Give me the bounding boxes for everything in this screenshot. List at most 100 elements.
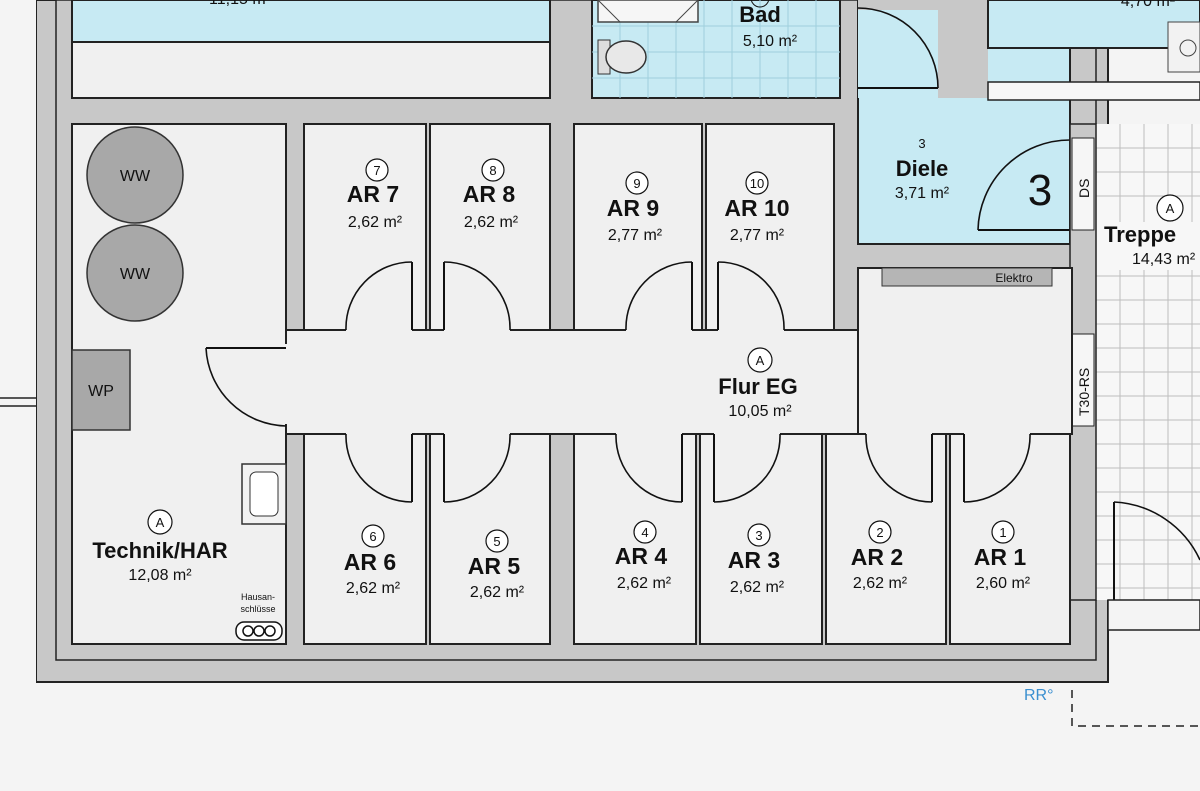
technik-name: Technik/HAR [92,538,227,563]
key-3-icon [264,625,276,637]
shower-diag [597,0,621,23]
diele-door-arc [977,139,1071,231]
technik-marker-circle [147,509,173,535]
toilet-bowl-icon [605,40,647,74]
rr-label: RR° [1024,687,1054,704]
ar3-name: AR 3 [728,547,780,573]
treppe-area-label: 14,43 m² [1132,251,1196,268]
ar7-number-circle [365,158,389,182]
wp-unit [71,349,131,431]
ar9-name: AR 9 [607,195,659,221]
ar5-door-arc [443,433,511,503]
top-row-doors [345,261,785,331]
ar5-area: 2,62 m² [470,584,525,601]
ar6-name: AR 6 [344,549,396,575]
ar7-area: 2,62 m² [348,214,403,231]
ww-label-2: WW [120,266,151,283]
ar1-number-circle [991,520,1015,544]
keys-label-2: schlüsse [240,604,275,614]
elektro-label: Elektro [995,271,1033,285]
flur-marker: A [756,353,765,368]
ar5-name: AR 5 [468,553,521,579]
ar1-area: 2,60 m² [976,575,1031,592]
flur-technik-opening [284,344,290,424]
ds-opening [1071,137,1095,231]
ar8-label: 8 AR 8 2,62 m² [463,158,519,231]
treppe-marker: A [1166,201,1175,216]
ar2-door-arc [865,433,933,503]
treppe-marker-circle [1156,194,1184,222]
ar10-area: 2,77 m² [730,227,785,244]
ar2-number: 2 [876,525,883,540]
bad-name: Bad [739,2,781,27]
ar6-door-arc [345,433,413,503]
ar1-label: 1 AR 1 2,60 m² [974,520,1031,592]
ar3-number: 3 [755,528,762,543]
flur-marker-circle [747,347,773,373]
technik-area: 12,08 m² [128,567,192,584]
ar6-label: 6 AR 6 2,62 m² [344,524,401,597]
top-right-area: 4,70 m² [1121,0,1176,10]
technik-marker: A [156,515,165,530]
ar7-label: 7 AR 7 2,62 m² [347,158,403,231]
top-right-lower [987,81,1200,101]
diele-area: 3,71 m² [895,185,950,202]
ar4-name: AR 4 [615,543,668,569]
diele-name: Diele [896,156,949,181]
ar-bottom-row [303,433,1071,645]
ar-top-row [303,123,835,331]
top-left-corridor [71,41,551,99]
ar6-number-circle [361,524,385,548]
wp-label: WP [88,383,114,400]
ar9-number-circle [625,171,649,195]
ar3-area: 2,62 m² [730,579,785,596]
elektro-box [881,267,1053,287]
t30-label: T30-RS [1076,368,1092,416]
bottom-door-openings [346,430,1030,438]
ar7-room [303,123,427,331]
ar1-number: 1 [999,525,1006,540]
treppe-area [1096,124,1200,600]
ar2-name: AR 2 [851,544,903,570]
ar9-label: 9 AR 9 2,77 m² [607,171,663,244]
ar5-number: 5 [493,534,500,549]
ar8-door-arc [443,261,511,331]
treppe-name: Treppe [1104,222,1176,247]
keys-label-1: Hausan- [241,592,275,602]
key-2-icon [253,625,265,637]
flur-east [857,267,1073,435]
ar4-number-circle [633,520,657,544]
diele-upper-blue [858,10,938,98]
ar4-area: 2,62 m² [617,575,672,592]
ar1-name: AR 1 [974,544,1027,570]
bad-area: 5,10 m² [743,33,798,50]
top-door-openings [346,326,784,334]
ar9-area: 2,77 m² [608,227,663,244]
ar2-number-circle [868,520,892,544]
flur-name: Flur EG [718,374,797,399]
ar7-number: 7 [373,163,380,178]
top-left-room [71,0,551,43]
ar7-name: AR 7 [347,181,399,207]
ar3-label: 3 AR 3 2,62 m² [728,523,785,596]
top-left-area: 11,15 m² [209,0,272,8]
ar10-number: 10 [750,176,764,191]
technik-door-arc [205,347,287,427]
entrance-door-arc [1113,501,1200,561]
ar3-door-arc [713,433,781,503]
top-right-room [987,0,1200,49]
treppe-label-bg [1100,222,1200,270]
ar9-number: 9 [633,176,640,191]
left-edge-strip [0,0,36,791]
ww-tank-2 [86,224,184,322]
ar4-number: 4 [641,525,648,540]
shower-diag-2 [675,0,699,23]
ar10-door-arc [717,261,785,331]
diele-big-number: 3 [1028,166,1052,215]
ar10-number-circle [745,171,769,195]
technik-sink-basin [249,471,279,517]
ar10-label: 10 AR 10 2,77 m² [724,171,790,244]
ww-tank-1 [86,126,184,224]
entrance-sill [1107,599,1200,631]
